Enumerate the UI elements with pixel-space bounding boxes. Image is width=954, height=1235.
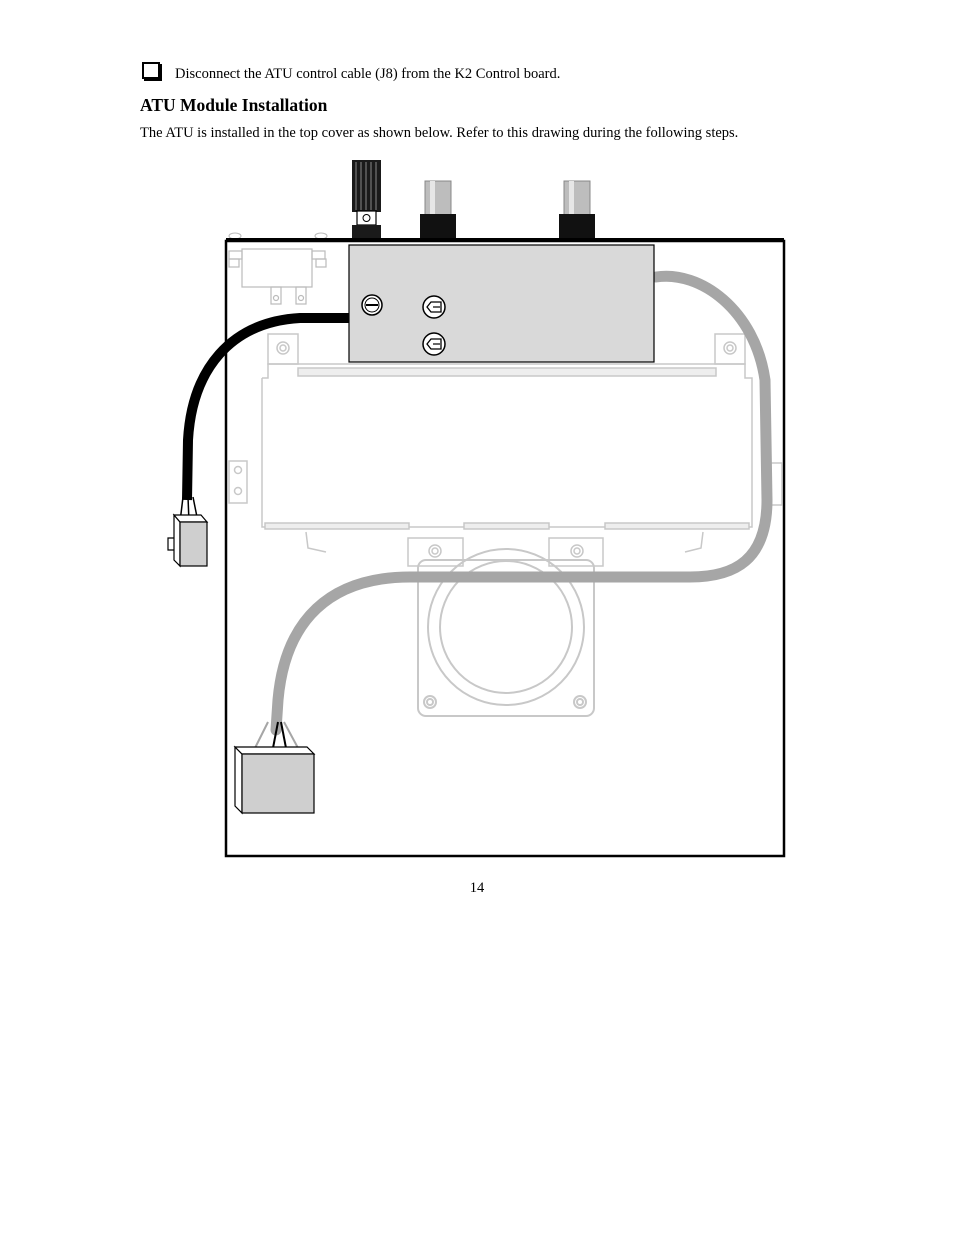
antenna-connector-2 <box>559 180 595 239</box>
speaker-outline <box>417 548 595 717</box>
section-heading: ATU Module Installation <box>140 95 328 115</box>
page-number: 14 <box>469 880 485 896</box>
side-tab-left <box>228 460 248 504</box>
control-cable <box>182 313 350 501</box>
nut-icon <box>422 332 446 356</box>
nut-icon <box>422 295 446 319</box>
bottom-connector <box>233 721 316 815</box>
atu-module <box>348 244 655 363</box>
section-intro: The ATU is installed in the top cover as… <box>140 125 739 141</box>
antenna-connector-1 <box>420 180 456 239</box>
step-text: Disconnect the ATU control cable (J8) fr… <box>175 66 561 82</box>
top-cover <box>224 238 786 858</box>
bnc-connector <box>352 160 381 239</box>
step-item: Disconnect the ATU control cable (J8) fr… <box>142 62 842 84</box>
j8-connector <box>167 496 209 568</box>
step-checkbox[interactable] <box>142 62 160 79</box>
trimmer-screw-icon <box>361 294 383 316</box>
relay-block <box>228 248 327 305</box>
gray-cable <box>270 270 773 736</box>
atu-board-outline <box>261 333 753 567</box>
